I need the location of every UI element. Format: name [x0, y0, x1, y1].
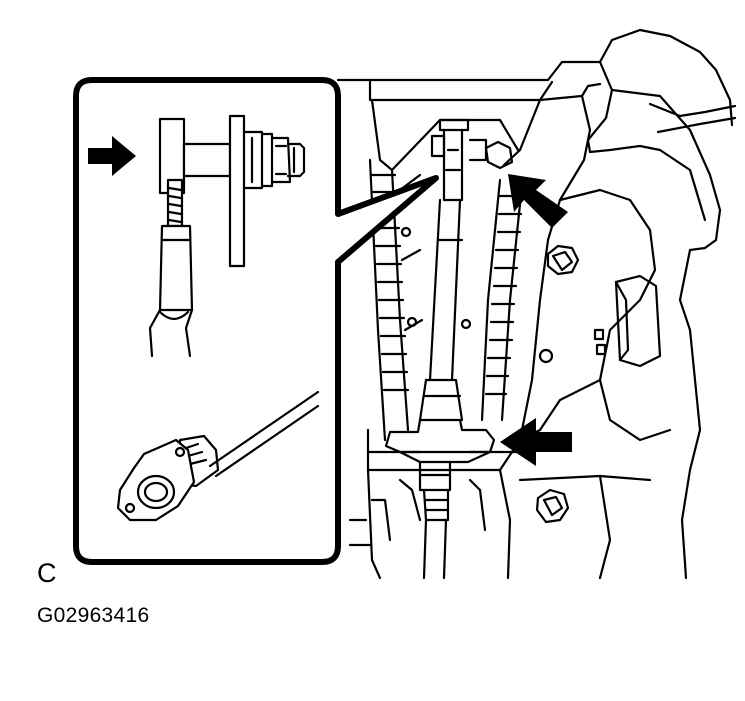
arrow-icon: [508, 174, 568, 228]
arrow-icon: [500, 418, 572, 466]
cable-end-detail: [116, 390, 320, 522]
arrow-icon: [88, 136, 136, 176]
detail-callout-box: [73, 77, 439, 565]
lever-pin-detail: [148, 114, 306, 358]
figure-id: G02963416: [37, 604, 150, 627]
view-label: C: [37, 558, 57, 588]
